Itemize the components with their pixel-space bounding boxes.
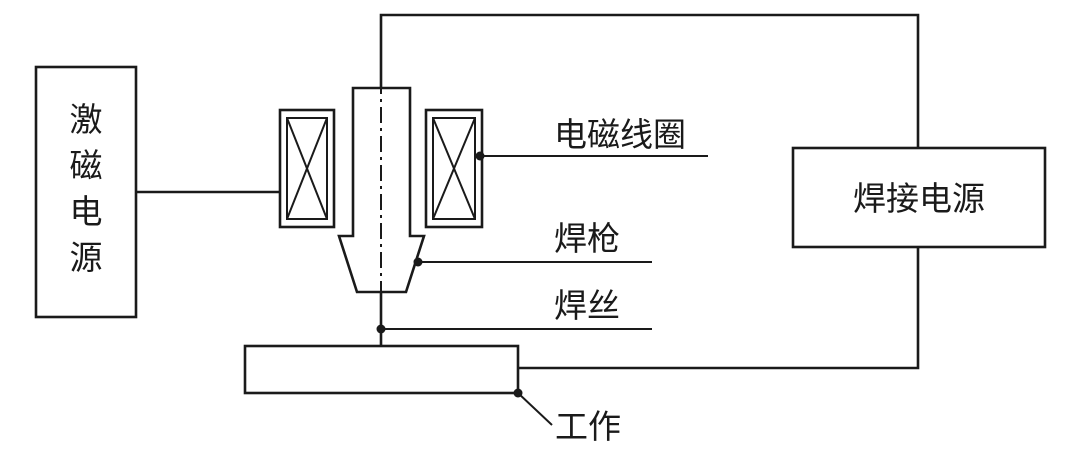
wire-label: 焊丝: [554, 286, 620, 325]
excitation-power-supply: 激 磁 电 源: [34, 65, 138, 319]
welding-torch: [337, 86, 426, 294]
coil-left: [278, 108, 336, 229]
coil-label: 电磁线圈: [554, 115, 686, 154]
excitation-label-char-3: 电: [70, 192, 103, 231]
coil-leader-dot: [475, 151, 485, 161]
wire-to-welding-power: [379, 13, 920, 148]
wire-leader-dot: [376, 324, 386, 334]
torch-leader-dot: [413, 257, 423, 267]
welding-power-supply: 焊接电源: [791, 146, 1047, 249]
coil-right: [424, 108, 484, 229]
return-to-workpiece-wire: [518, 247, 920, 370]
workpiece: [243, 344, 520, 395]
workpiece-leader-dot: [513, 388, 523, 398]
coil-right-frame: [424, 108, 484, 229]
welding-power-label: 焊接电源: [853, 179, 985, 218]
coil-left-inner: [286, 117, 328, 220]
coil-left-frame: [278, 108, 336, 229]
torch-label: 焊枪: [554, 219, 620, 258]
excitation-label-char-4: 源: [70, 238, 103, 277]
workpiece-leader: [517, 392, 553, 426]
excitation-label-char-2: 磁: [70, 146, 103, 185]
coil-right-inner: [432, 117, 476, 220]
workpiece-label: 工作: [555, 407, 621, 446]
excitation-label-char-1: 激: [70, 100, 103, 139]
